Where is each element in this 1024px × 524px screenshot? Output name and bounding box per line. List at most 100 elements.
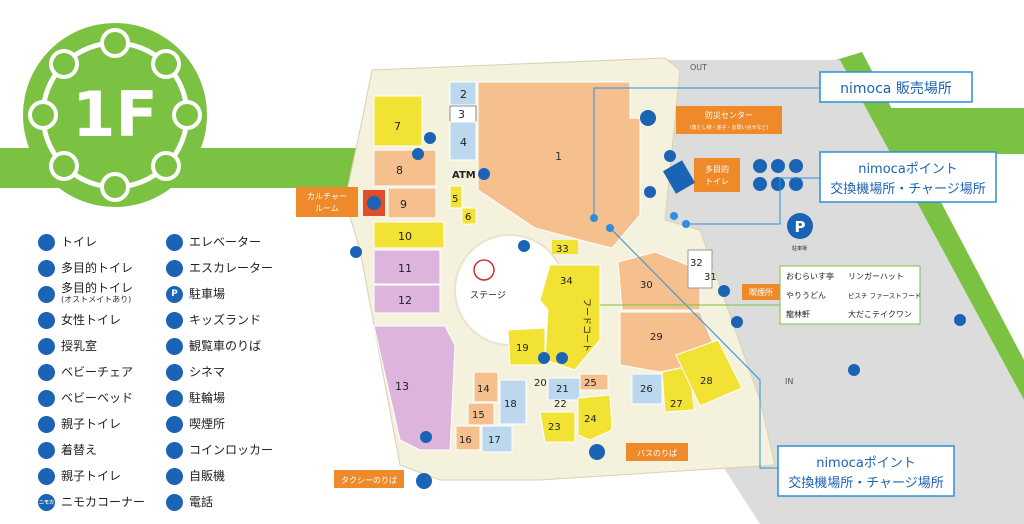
food-court[interactable] <box>539 264 601 371</box>
store-9-label: 9 <box>400 198 407 211</box>
food-court-shop-list: おむらいす亭 リンガーハット やりうどん ピスチ ファーストフード 龍林軒 大だ… <box>779 265 921 325</box>
legend-item-escalator: エスカレーター <box>166 258 273 278</box>
store-15[interactable] <box>467 402 495 426</box>
store-34-label: 34 <box>560 276 573 287</box>
culture-room-line2: ルーム <box>315 204 339 213</box>
store-15-label: 15 <box>472 410 485 421</box>
store-28-label: 28 <box>700 376 713 387</box>
store-8-label: 8 <box>396 164 403 177</box>
legend-item-restroom: トイレ <box>38 232 97 252</box>
legend-item-ferris-wheel: 観覧車のりば <box>166 336 261 356</box>
nimoca-point-bottom-line2: 交換機場所・チャージ場所 <box>788 475 944 491</box>
legend-item-accessible-toilet: 多目的トイレ <box>38 258 133 278</box>
store-30-label: 30 <box>640 280 653 291</box>
store-16[interactable] <box>455 425 481 451</box>
legend-label: 女性トイレ <box>61 313 122 327</box>
legend-label: ベビーチェア <box>61 365 134 379</box>
legend-label: キッズランド <box>189 313 262 327</box>
store-8[interactable] <box>373 149 437 187</box>
womens-toilet-icon <box>38 311 55 329</box>
store-4[interactable] <box>449 121 477 161</box>
legend-label: エスカレーター <box>189 261 274 275</box>
legend-item-telephone: 電話 <box>166 492 213 512</box>
food-court-label: フードコート <box>581 298 591 352</box>
legend-item-elevator: エレベーター <box>166 232 261 252</box>
accessible-toilet-icon <box>367 196 381 210</box>
store-1-label: 1 <box>555 150 562 163</box>
store-19[interactable] <box>507 327 546 366</box>
disaster-center-sign <box>676 106 782 134</box>
green-band-right <box>880 108 1024 154</box>
store-10[interactable] <box>373 221 445 249</box>
escalator-icon <box>166 259 183 277</box>
store-31-label: 31 <box>704 272 717 283</box>
telephone-icon <box>166 493 183 511</box>
store-7-label: 7 <box>394 120 401 133</box>
multi-toilet-room[interactable] <box>662 160 696 194</box>
nimoca-icon: ニモカ <box>38 493 55 511</box>
legend-label: エレベーター <box>189 235 262 249</box>
store-25[interactable] <box>579 373 609 391</box>
restroom-icon <box>38 233 55 251</box>
store-2[interactable] <box>449 81 477 106</box>
bus-stop-label: バスのりば <box>637 449 677 458</box>
store-18[interactable] <box>499 379 527 425</box>
store-17[interactable] <box>481 425 513 453</box>
store-23[interactable] <box>539 411 576 443</box>
bus-stop-sign <box>626 443 688 461</box>
legend-item-kids-land: キッズランド <box>166 310 261 330</box>
store-16-label: 16 <box>459 435 472 446</box>
legend-item-nursing-room: 授乳室 <box>38 336 97 356</box>
legend-item-changing-room: 着替え <box>38 440 97 460</box>
smoking-area-icon <box>166 415 183 433</box>
store-33-label: 33 <box>556 244 569 255</box>
store-2-label: 2 <box>460 88 467 101</box>
store-14-label: 14 <box>477 384 490 395</box>
store-21-label: 21 <box>556 384 569 395</box>
parking-icon: P <box>166 285 183 303</box>
store-27[interactable] <box>661 365 695 413</box>
disaster-center-sub: (落とし物・迷子・お問い合せなど) <box>690 124 769 131</box>
store-31-32[interactable] <box>687 249 713 289</box>
nimoca-point-bottom-callout <box>777 445 955 497</box>
store-5[interactable] <box>449 185 463 209</box>
store-9[interactable] <box>387 187 437 219</box>
store-11[interactable] <box>373 249 441 285</box>
legend-label: 親子トイレ <box>61 417 122 431</box>
atm-icon <box>478 168 490 180</box>
store-1[interactable] <box>477 81 641 249</box>
taxi-stop-sign <box>334 470 404 488</box>
store-13[interactable] <box>373 325 456 451</box>
fc-shop-6: 大だこテイクワン <box>848 309 912 319</box>
store-17-label: 17 <box>488 435 501 446</box>
info-icon <box>640 110 656 126</box>
store-30[interactable] <box>617 251 701 311</box>
floor-badge: 1F <box>23 23 207 207</box>
amenity-icons <box>350 132 966 443</box>
legend-label: コインロッカー <box>189 443 274 457</box>
nimoca-point-top-line2: 交換機場所・チャージ場所 <box>830 181 986 197</box>
nimoca-point-top-callout <box>819 151 997 203</box>
store-14[interactable] <box>473 371 499 403</box>
smoking-label: 喫煙所 <box>749 287 773 297</box>
baby-chair-icon <box>38 363 55 381</box>
store-5-label: 5 <box>452 194 458 205</box>
store-6[interactable] <box>461 207 477 225</box>
fc-shop-4: ピスチ ファーストフード <box>848 292 921 300</box>
changing-room-icon <box>38 441 55 459</box>
store-7[interactable] <box>373 95 423 147</box>
legend-item-bicycle-parking: 駐輪場 <box>166 388 225 408</box>
legend-item-family-toilet: 親子トイレ <box>38 414 121 434</box>
store-12[interactable] <box>373 284 441 314</box>
store-24[interactable] <box>577 394 613 441</box>
cinema-icon <box>166 363 183 381</box>
store-33[interactable] <box>552 240 578 254</box>
disaster-center-label: 防災センター <box>705 110 753 120</box>
legend-label: トイレ <box>61 235 98 249</box>
legend-item-cinema: シネマ <box>166 362 225 382</box>
store-26[interactable] <box>631 373 663 405</box>
fc-shop-5: 龍林軒 <box>786 309 810 319</box>
legend-label: 電話 <box>189 495 214 509</box>
store-20-label: 20 <box>534 378 547 389</box>
store-28[interactable] <box>675 339 743 407</box>
